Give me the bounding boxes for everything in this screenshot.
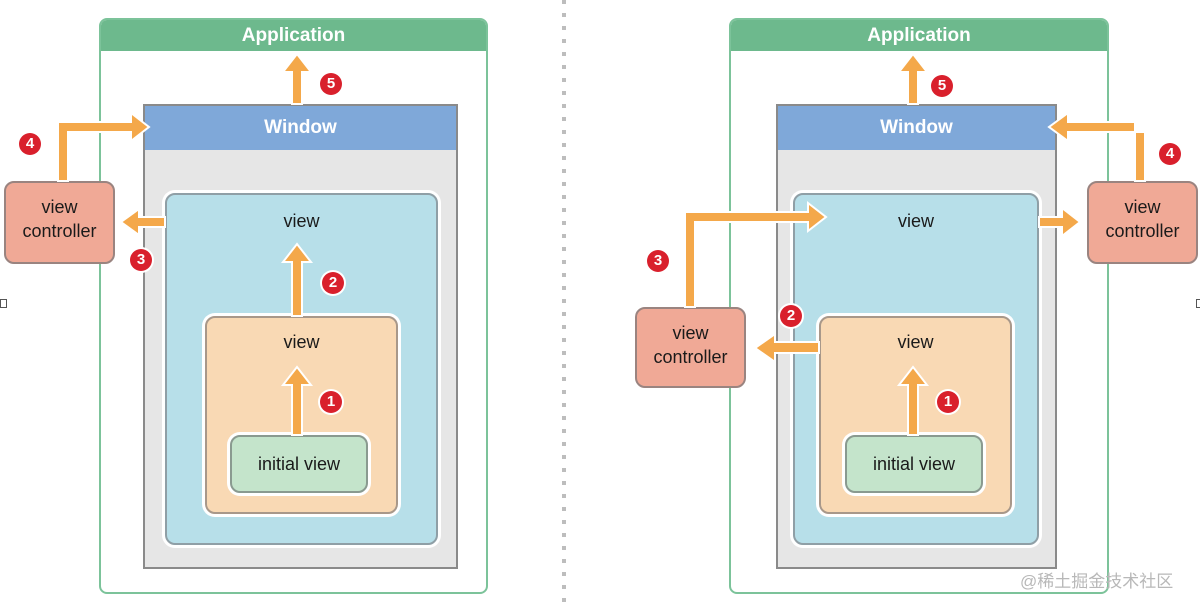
- view-controller-left: view controller: [4, 181, 115, 264]
- application-title: Application: [101, 20, 486, 51]
- step-badge-2: 2: [780, 305, 802, 327]
- arrow-step-4-right: [1047, 111, 1146, 182]
- step-badge-5: 5: [931, 75, 953, 97]
- step-badge-1: 1: [320, 391, 342, 413]
- arrow-step-3-left: [119, 207, 166, 237]
- step-badge-1: 1: [937, 391, 959, 413]
- view-controller-label: view controller: [22, 197, 97, 241]
- arrow-step-3-right: [684, 200, 828, 308]
- edge-bracket-left-icon: [0, 299, 7, 308]
- arrow-step-4-left: [57, 110, 151, 182]
- middle-view-label: view: [283, 332, 320, 352]
- panel-divider: [562, 0, 566, 606]
- window-title: Window: [145, 106, 456, 150]
- view-controller-label: view controller: [653, 323, 728, 367]
- step-badge-3: 3: [647, 250, 669, 272]
- arrow-view-to-vc-right: [1038, 205, 1082, 239]
- application-title: Application: [731, 20, 1107, 51]
- step-badge-2: 2: [322, 272, 344, 294]
- arrow-step-1-right: [896, 365, 930, 436]
- step-badge-3: 3: [130, 249, 152, 271]
- arrow-step-5-left: [280, 52, 314, 105]
- middle-view-label: view: [897, 332, 934, 352]
- view-controller-right-top: view controller: [1087, 181, 1198, 264]
- arrow-step-1-left: [280, 365, 314, 436]
- outer-view-label: view: [897, 211, 934, 231]
- step-badge-4: 4: [1159, 143, 1181, 165]
- arrow-step-2-left: [280, 242, 314, 317]
- step-badge-4: 4: [19, 133, 41, 155]
- view-controller-label: view controller: [1105, 197, 1180, 241]
- arrow-step-5-right: [896, 52, 930, 105]
- outer-view-label: view: [283, 211, 320, 231]
- step-badge-5: 5: [320, 73, 342, 95]
- view-controller-right-bottom: view controller: [635, 307, 746, 388]
- watermark: @稀土掘金技术社区: [1020, 572, 1174, 591]
- window-title: Window: [778, 106, 1055, 150]
- arrow-step-2-right: [753, 332, 820, 364]
- edge-bracket-right-icon: [1196, 299, 1200, 308]
